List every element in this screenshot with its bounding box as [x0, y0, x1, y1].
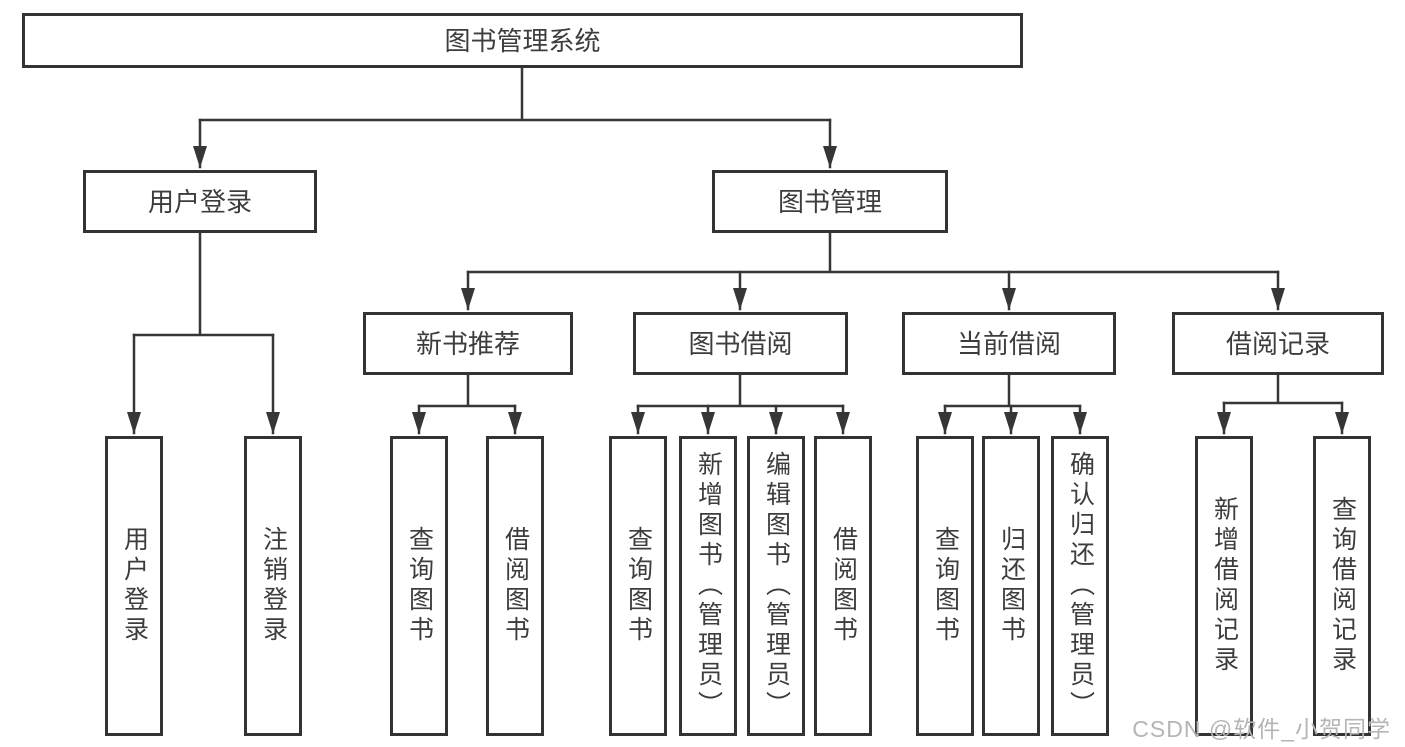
connector-book-borrow-children: [631, 373, 850, 435]
node-bb-edit-book-admin: 编辑图书（管理员）: [747, 436, 805, 736]
node-cb-query-book: 查询图书: [916, 436, 974, 736]
node-current-borrowing: 当前借阅: [902, 312, 1116, 375]
node-borrowing-records: 借阅记录: [1172, 312, 1384, 375]
node-new-book-recommend: 新书推荐: [363, 312, 573, 375]
node-login: 用户登录: [105, 436, 163, 736]
connector-root-to-level1: [193, 66, 837, 169]
node-bb-borrow-book: 借阅图书: [814, 436, 872, 736]
node-cb-confirm-return-admin: 确认归还（管理员）: [1051, 436, 1109, 736]
connector-new-book-children: [412, 373, 522, 435]
node-cb-return-book: 归还图书: [982, 436, 1040, 736]
connector-current-borrow-children: [938, 373, 1087, 435]
node-logout: 注销登录: [244, 436, 302, 736]
node-br-add-record: 新增借阅记录: [1195, 436, 1253, 736]
connector-user-login-children: [127, 231, 280, 435]
connector-borrow-records-children: [1217, 373, 1349, 435]
node-book-borrowing: 图书借阅: [633, 312, 848, 375]
watermark: CSDN @软件_小贺同学: [1132, 716, 1391, 742]
node-bb-add-book-admin: 新增图书（管理员）: [679, 436, 737, 736]
node-nb-borrow-book: 借阅图书: [486, 436, 544, 736]
node-br-query-record: 查询借阅记录: [1313, 436, 1371, 736]
node-bb-query-book: 查询图书: [609, 436, 667, 736]
node-book-management: 图书管理: [712, 170, 948, 233]
node-root: 图书管理系统: [22, 13, 1023, 68]
connector-book-mgmt-children: [461, 231, 1285, 311]
node-nb-query-book: 查询图书: [390, 436, 448, 736]
node-user-login: 用户登录: [83, 170, 317, 233]
